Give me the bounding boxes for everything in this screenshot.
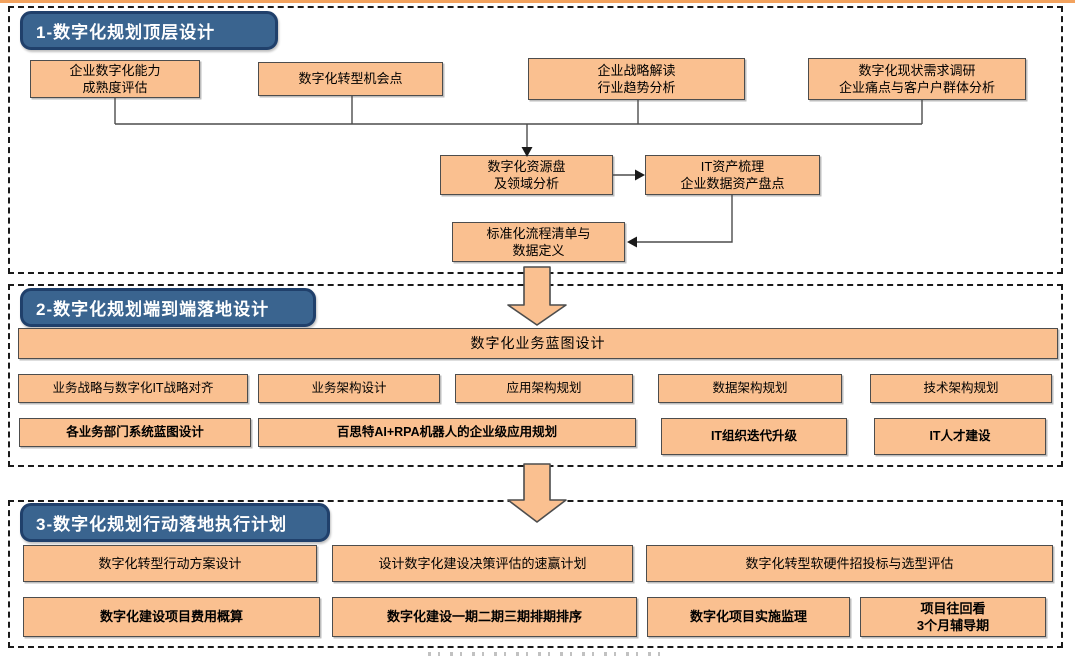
- node-bidding-selection-evaluation: 数字化转型软硬件招投标与选型评估: [646, 545, 1053, 582]
- node-phase-scheduling: 数字化建设一期二期三期排期排序: [332, 597, 637, 637]
- node-capability-maturity: 企业数字化能力 成熟度评估: [30, 60, 200, 98]
- node-implementation-supervision: 数字化项目实施监理: [647, 597, 850, 637]
- node-it-org-upgrade: IT组织迭代升级: [661, 418, 847, 455]
- cropped-caption-remnant: [428, 652, 663, 656]
- node-action-plan-design: 数字化转型行动方案设计: [23, 545, 317, 582]
- node-quick-win-plan: 设计数字化建设决策评估的速赢计划: [332, 545, 633, 582]
- node-application-architecture: 应用架构规划: [455, 374, 633, 403]
- node-business-architecture: 业务架构设计: [258, 374, 440, 403]
- node-ai-rpa-application-planning: 百思特AI+RPA机器人的企业级应用规划: [258, 418, 636, 447]
- node-transformation-opportunities: 数字化转型机会点: [258, 62, 443, 96]
- node-project-cost-estimate: 数字化建设项目费用概算: [23, 597, 320, 637]
- node-it-talent: IT人才建设: [874, 418, 1046, 455]
- node-project-review-coaching: 项目往回看 3个月辅导期: [860, 597, 1046, 637]
- node-department-blueprint: 各业务部门系统蓝图设计: [19, 418, 251, 447]
- section-2-title: 2-数字化规划端到端落地设计: [20, 288, 316, 327]
- node-data-architecture: 数据架构规划: [658, 374, 842, 403]
- node-status-demand-research: 数字化现状需求调研 企业痛点与客户户群体分析: [808, 58, 1026, 100]
- node-technology-architecture: 技术架构规划: [870, 374, 1052, 403]
- node-it-asset-inventory: IT资产梳理 企业数据资产盘点: [645, 155, 820, 195]
- node-strategy-alignment: 业务战略与数字化IT战略对齐: [18, 374, 248, 403]
- node-resource-domain-analysis: 数字化资源盘 及领域分析: [440, 155, 613, 195]
- top-accent-strip: [0, 0, 1075, 3]
- node-business-blueprint-banner: 数字化业务蓝图设计: [18, 328, 1058, 359]
- node-standard-process-list: 标准化流程清单与 数据定义: [452, 222, 625, 262]
- node-strategy-interpretation: 企业战略解读 行业趋势分析: [528, 58, 745, 100]
- section-3-title: 3-数字化规划行动落地执行计划: [20, 503, 330, 542]
- section-1-title: 1-数字化规划顶层设计: [20, 11, 278, 50]
